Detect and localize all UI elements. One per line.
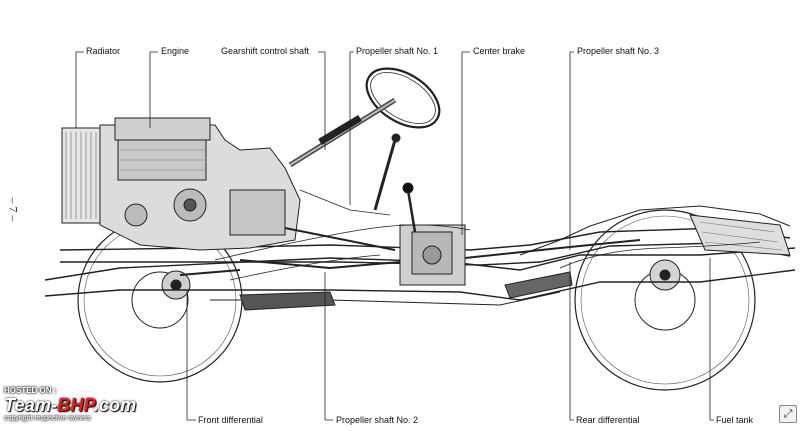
watermark: HOSTED ON : Team-BHP.com copyright respe… xyxy=(4,386,194,422)
page-number: – 7 – xyxy=(6,197,21,222)
label-radiator: Radiator xyxy=(86,46,121,56)
radiator-part xyxy=(61,127,101,224)
watermark-hosted-text: HOSTED ON : xyxy=(4,386,57,395)
label-propeller-shaft-2: Propeller shaft No. 2 xyxy=(336,415,419,425)
label-rear-differential: Rear differential xyxy=(576,415,640,425)
engine-part xyxy=(99,117,301,251)
linkages xyxy=(214,189,761,281)
watermark-logo-com: .com xyxy=(93,395,137,415)
fuel-tank-part xyxy=(689,214,791,256)
label-front-differential: Front differential xyxy=(198,415,263,425)
muffler xyxy=(239,271,573,311)
steering-wheel xyxy=(288,67,441,168)
label-center-brake: Center brake xyxy=(473,46,526,56)
propeller-shafts xyxy=(179,227,641,276)
gear-levers xyxy=(373,133,417,233)
leader-lines xyxy=(75,51,714,421)
label-gearshift-control-shaft: Gearshift control shaft xyxy=(221,46,310,56)
transmission-part xyxy=(399,224,466,286)
expand-icon[interactable]: ⤢ xyxy=(779,405,797,423)
watermark-logo: Team-BHP.com xyxy=(4,395,136,416)
watermark-copyright: copyright respective owners xyxy=(4,415,91,422)
label-fuel-tank: Fuel tank xyxy=(716,415,754,425)
watermark-logo-bhp: BHP xyxy=(57,395,94,415)
label-engine: Engine xyxy=(161,46,190,56)
label-propeller-shaft-3: Propeller shaft No. 3 xyxy=(577,46,660,56)
watermark-logo-team: Team- xyxy=(4,395,58,415)
label-propeller-shaft-1: Propeller shaft No. 1 xyxy=(356,46,439,56)
